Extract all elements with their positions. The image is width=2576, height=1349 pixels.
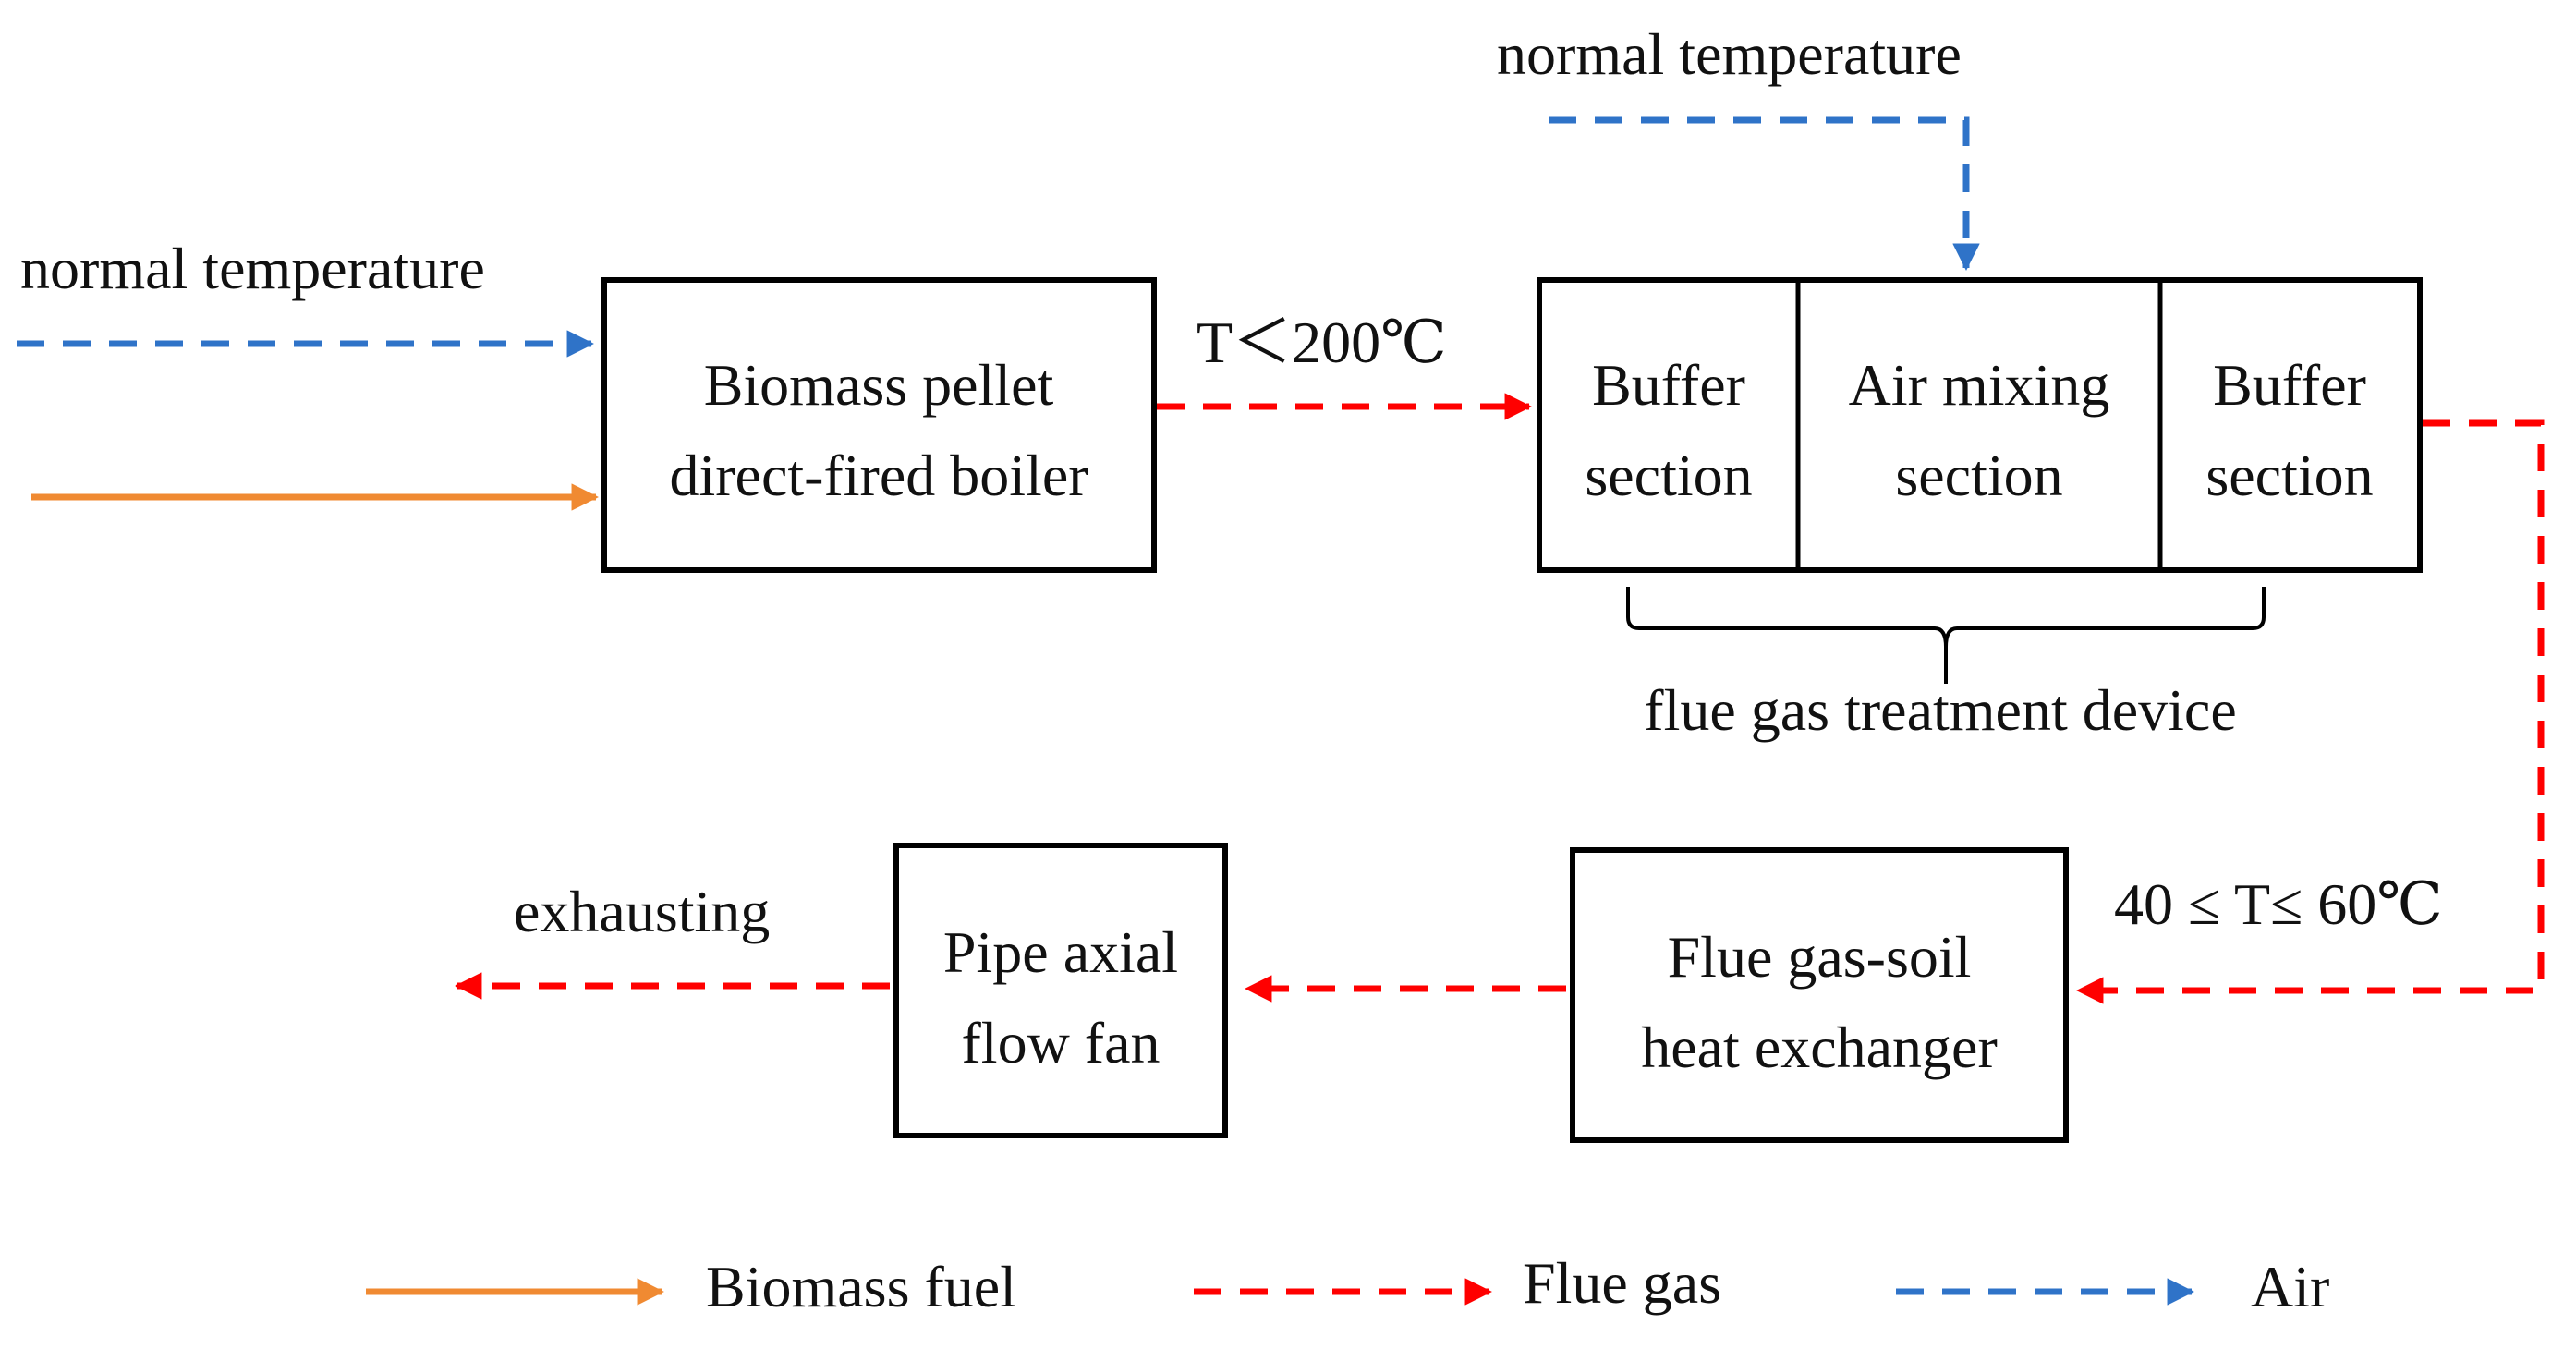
boiler-label-line2: direct-fired boiler: [669, 443, 1088, 508]
legend-flue-gas-label: Flue gas: [1523, 1250, 1721, 1316]
fan-label-line1: Pipe axial: [943, 919, 1178, 985]
fan-label-line2: flow fan: [961, 1010, 1160, 1076]
air-mixing-section-line2: section: [1895, 443, 2062, 508]
fan-box: [893, 843, 1228, 1138]
buffer-section-right-line2: section: [2205, 443, 2373, 508]
temp-label-boiler-out: T＜200℃: [1197, 310, 1447, 375]
exhaust-label: exhausting: [514, 879, 770, 944]
flue-gas-arrow-device-to-exchanger: [2076, 419, 2545, 1004]
temp-label-exchanger-in: 40 ≤ T≤ 60℃: [2114, 871, 2443, 937]
heat-exchanger-label-line2: heat exchanger: [1641, 1015, 1998, 1080]
buffer-section-left-line2: section: [1585, 443, 1752, 508]
air-top-label: normal temperature: [1497, 21, 1962, 87]
air-mixing-inlet-arrow: [1549, 116, 1980, 271]
device-brace-label: flue gas treatment device: [1644, 677, 2236, 743]
legend-air-label: Air: [2251, 1254, 2329, 1319]
buffer-section-right-line1: Buffer: [2213, 352, 2366, 418]
boiler-box: [601, 277, 1157, 573]
legend: Biomass fuel Flue gas Air: [366, 1250, 2329, 1319]
air-left-label: normal temperature: [20, 236, 485, 301]
heat-exchanger-label-line1: Flue gas-soil: [1668, 924, 1972, 990]
air-mixing-section-line1: Air mixing: [1849, 352, 2110, 418]
device-box: [1537, 277, 2423, 573]
legend-biomass-fuel-label: Biomass fuel: [706, 1254, 1016, 1319]
device-brace: [1626, 587, 2266, 684]
boiler-label-line1: Biomass pellet: [704, 352, 1054, 418]
heat-exchanger-box: [1570, 847, 2069, 1143]
buffer-section-left-line1: Buffer: [1592, 352, 1745, 418]
flue-gas-treatment-device: Buffer section Air mixing section Buffer…: [1537, 277, 2423, 573]
